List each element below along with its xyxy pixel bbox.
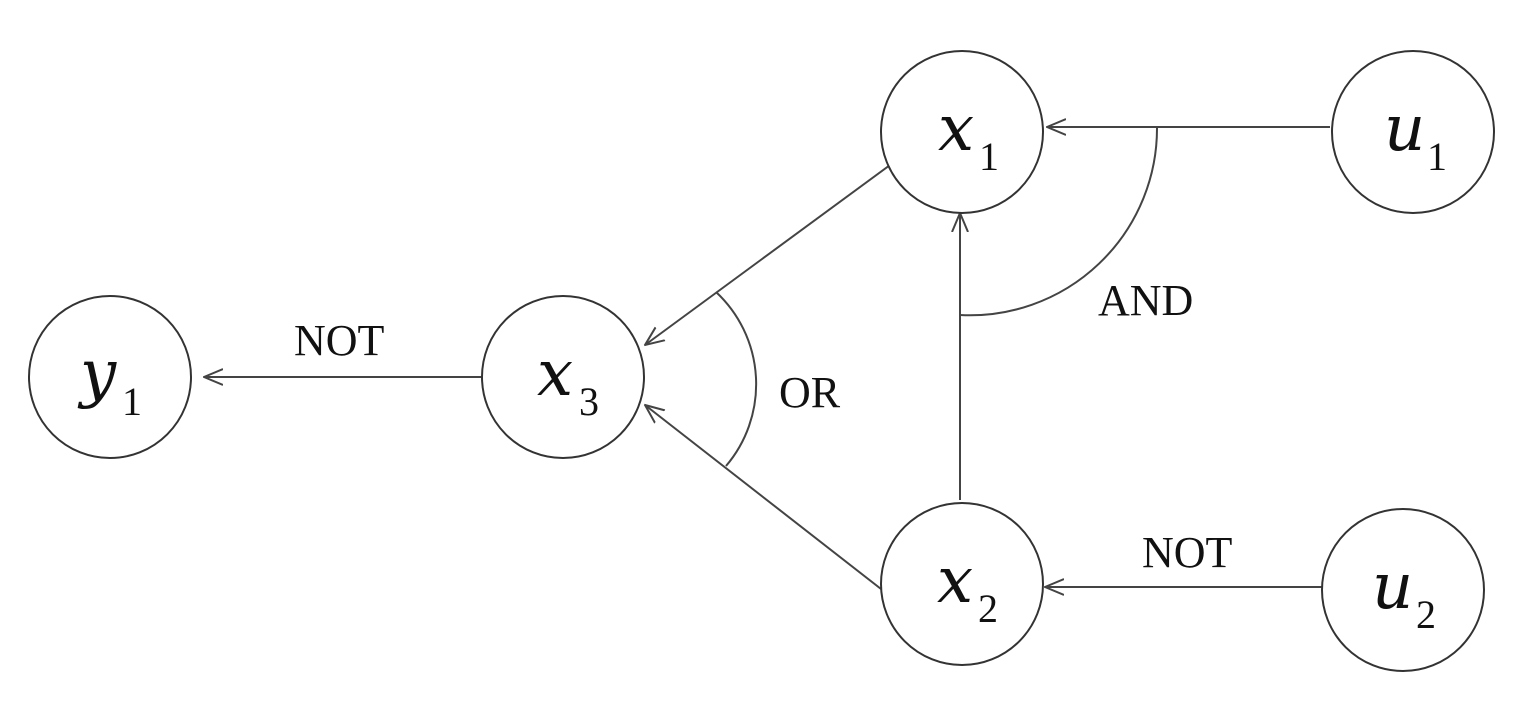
label-not-bottom: NOT	[1142, 528, 1233, 577]
node-x3: x 3	[481, 295, 645, 459]
label-and: AND	[1098, 276, 1193, 325]
edge-x1-to-x3	[645, 164, 891, 345]
label-or: OR	[779, 368, 841, 417]
node-x2-sub: 2	[978, 586, 998, 631]
node-x2-var: x	[937, 544, 973, 618]
node-u1: u 1	[1331, 50, 1495, 214]
or-arc	[715, 291, 758, 467]
node-x1-var: x	[938, 92, 974, 166]
and-arc	[959, 126, 1159, 317]
node-u1-var: u	[1384, 92, 1425, 166]
node-x3-sub: 3	[579, 379, 599, 424]
node-u2: u 2	[1321, 508, 1485, 672]
node-x1: x 1	[880, 50, 1044, 214]
node-y1-sub: 1	[122, 379, 142, 424]
node-x3-var: x	[537, 337, 573, 411]
node-u1-sub: 1	[1427, 134, 1447, 179]
node-x1-sub: 1	[979, 134, 999, 179]
node-u2-var: u	[1372, 550, 1413, 624]
node-y1-var: y	[77, 337, 117, 411]
node-u2-sub: 2	[1416, 592, 1436, 637]
node-y1: y 1	[28, 295, 192, 459]
edge-x2-to-x3	[645, 405, 891, 597]
label-not-top: NOT	[294, 316, 385, 365]
node-x2: x 2	[880, 502, 1044, 666]
